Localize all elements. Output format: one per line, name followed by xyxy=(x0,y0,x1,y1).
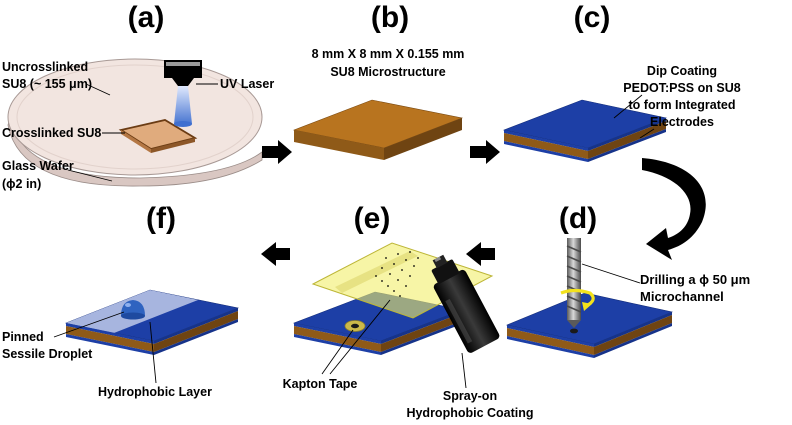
electrodes-label: Electrodes xyxy=(650,115,714,129)
leader-kapton-2 xyxy=(329,299,391,375)
leader-uncrosslinked xyxy=(85,83,111,96)
hydrophobic-coating-label: Hydrophobic Coating xyxy=(406,406,533,420)
panel-label-f: (f) xyxy=(146,202,176,235)
uncrosslinked-thickness-label: SU8 (~ 155 μm) xyxy=(2,77,92,91)
panel-label-a: (a) xyxy=(128,1,165,34)
spray-can-icon xyxy=(431,254,500,353)
pinned-label: Pinned xyxy=(2,330,44,344)
leader-droplet xyxy=(53,311,125,338)
arrow-b-to-c xyxy=(470,140,500,164)
sessile-droplet-label: Sessile Droplet xyxy=(2,347,93,361)
spray-on-label: Spray-on xyxy=(443,389,497,403)
pedot-label: PEDOT:PSS on SU8 xyxy=(623,81,740,95)
dimensions-label: 8 mm X 8 mm X 0.155 mm xyxy=(312,47,465,61)
panel-label-e: (e) xyxy=(354,202,391,235)
uncrosslinked-label: Uncrosslinked xyxy=(2,60,88,74)
leader-hydrophobic xyxy=(149,321,157,384)
panel-label-b: (b) xyxy=(371,1,409,34)
arrow-e-to-f xyxy=(261,242,290,266)
glass-wafer xyxy=(7,58,263,187)
drill-bit-icon xyxy=(566,238,582,328)
panel-label-d: (d) xyxy=(559,202,597,235)
drilled-block xyxy=(505,292,674,358)
spray-mist xyxy=(375,251,419,297)
rotation-arrow-icon xyxy=(560,288,595,311)
pedot-coated-block xyxy=(502,99,668,162)
microchannel-hole xyxy=(570,328,578,334)
su8-microstructure-label: SU8 Microstructure xyxy=(330,65,445,79)
kapton-tape-label: Kapton Tape xyxy=(283,377,358,391)
leader-pedot-top xyxy=(613,94,643,119)
su8-microstructure xyxy=(292,99,464,160)
leader-glass-wafer xyxy=(67,169,113,182)
dip-coating-label: Dip Coating xyxy=(647,64,717,78)
microchannel-label: Microchannel xyxy=(640,289,724,304)
masked-block xyxy=(292,291,464,355)
leader-spray xyxy=(461,352,467,389)
glass-wafer-label: Glass Wafer xyxy=(2,159,74,173)
arrow-a-to-b xyxy=(262,140,292,164)
hydrophobic-layer-label: Hydrophobic Layer xyxy=(98,385,212,399)
arrow-d-to-e xyxy=(466,242,495,266)
crosslinked-su8-block xyxy=(118,119,198,153)
curved-arrow-icon xyxy=(642,158,706,260)
panel-label-c: (c) xyxy=(574,1,611,34)
leader-kapton-1 xyxy=(321,329,354,375)
leader-pedot-side xyxy=(639,128,655,139)
uv-laser-icon xyxy=(164,60,202,127)
drilling-label: Drilling a ϕ 50 μm xyxy=(640,272,750,287)
crosslinked-label: Crosslinked SU8 xyxy=(2,126,101,140)
integrated-label: to form Integrated xyxy=(629,98,736,112)
glass-wafer-size-label: (ϕ2 in) xyxy=(2,177,41,191)
sessile-droplet xyxy=(121,300,145,320)
leader-drill xyxy=(581,263,641,284)
uv-laser-label: UV Laser xyxy=(220,77,274,91)
